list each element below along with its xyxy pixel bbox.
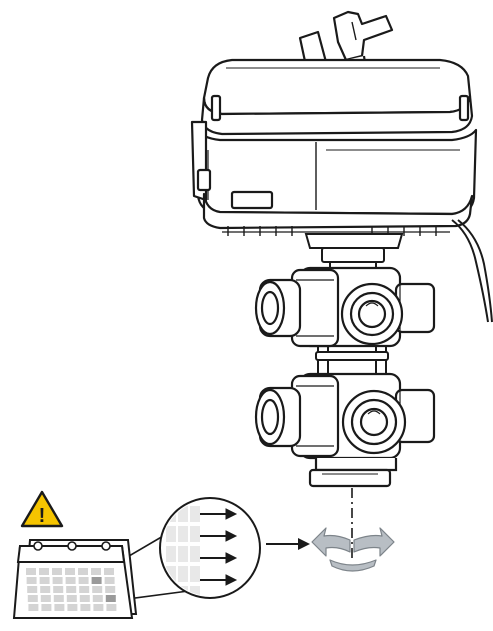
calendar-day-cell: [53, 586, 64, 593]
lens-day-cell: [190, 566, 200, 582]
calendar-day-cell: [54, 604, 65, 611]
calendar-day-cell: [66, 586, 77, 593]
zoom-lens-icon: [159, 497, 261, 599]
calendar-day-cell: [92, 595, 103, 602]
lens-day-cell: [190, 506, 200, 522]
calendar-day-cell: [78, 568, 88, 575]
calendar-day-cell: [52, 577, 63, 584]
calendar-day-cell: [106, 604, 117, 611]
schedule-arrow-icon: [266, 538, 310, 550]
valve-lower: [254, 372, 436, 488]
calendar-day-cell: [78, 577, 89, 584]
valve-spacer: [315, 346, 389, 378]
calendar-day-cell: [93, 604, 104, 611]
calendar-day-cell: [65, 577, 76, 584]
calendar-day-cell: [52, 568, 62, 575]
calendar-day-cell: [26, 577, 37, 584]
actuator-cable: [451, 219, 489, 323]
calendar-day-cell: [27, 595, 38, 602]
warning-icon: !: [20, 490, 64, 528]
lens-day-cell: [178, 566, 188, 582]
actuator-base: [202, 192, 474, 230]
calendar-day-cell: [104, 568, 114, 575]
lens-day-cell: [190, 586, 200, 596]
calendar-day-cell: [41, 604, 52, 611]
lens-day-cell: [190, 546, 200, 562]
calendar-day-cell: [91, 577, 102, 584]
lens-day-cell: [178, 526, 188, 542]
valve-upper: [254, 266, 436, 348]
lens-day-cell: [166, 546, 176, 562]
calendar-day-cell: [66, 595, 77, 602]
calendar-day-cell: [80, 604, 91, 611]
calendar-day-cell: [39, 577, 50, 584]
lens-day-cell: [166, 566, 176, 582]
calendar-day-grid: [26, 568, 117, 611]
calendar-day-cell: [40, 586, 51, 593]
rotation-arrows-icon: [311, 527, 395, 572]
lens-day-cell: [178, 506, 188, 522]
calendar-day-cell: [39, 568, 49, 575]
lens-day-grid: [166, 506, 200, 596]
actuator: [190, 10, 478, 236]
lens-day-cell: [178, 546, 188, 562]
calendar-day-cell: [27, 586, 38, 593]
calendar-day-cell: [105, 595, 116, 602]
calendar-day-cell: [79, 595, 90, 602]
calendar-day-cell: [26, 568, 36, 575]
coupling: [304, 233, 404, 271]
lens-day-cell: [166, 526, 176, 542]
calendar-day-cell: [104, 577, 115, 584]
calendar-day-cell: [65, 568, 75, 575]
lens-day-cell: [190, 526, 200, 542]
lens-schedule-arrows: [200, 508, 238, 586]
calendar-day-cell: [91, 568, 101, 575]
calendar-day-cell: [67, 604, 78, 611]
warning-glyph: !: [39, 505, 46, 527]
calendar-day-cell: [105, 586, 116, 593]
calendar-day-cell: [92, 586, 103, 593]
calendar-day-cell: [79, 586, 90, 593]
calendar-day-cell: [40, 595, 51, 602]
calendar-day-cell: [53, 595, 64, 602]
calendar-icon: [12, 539, 138, 619]
calendar-day-cell: [28, 604, 39, 611]
